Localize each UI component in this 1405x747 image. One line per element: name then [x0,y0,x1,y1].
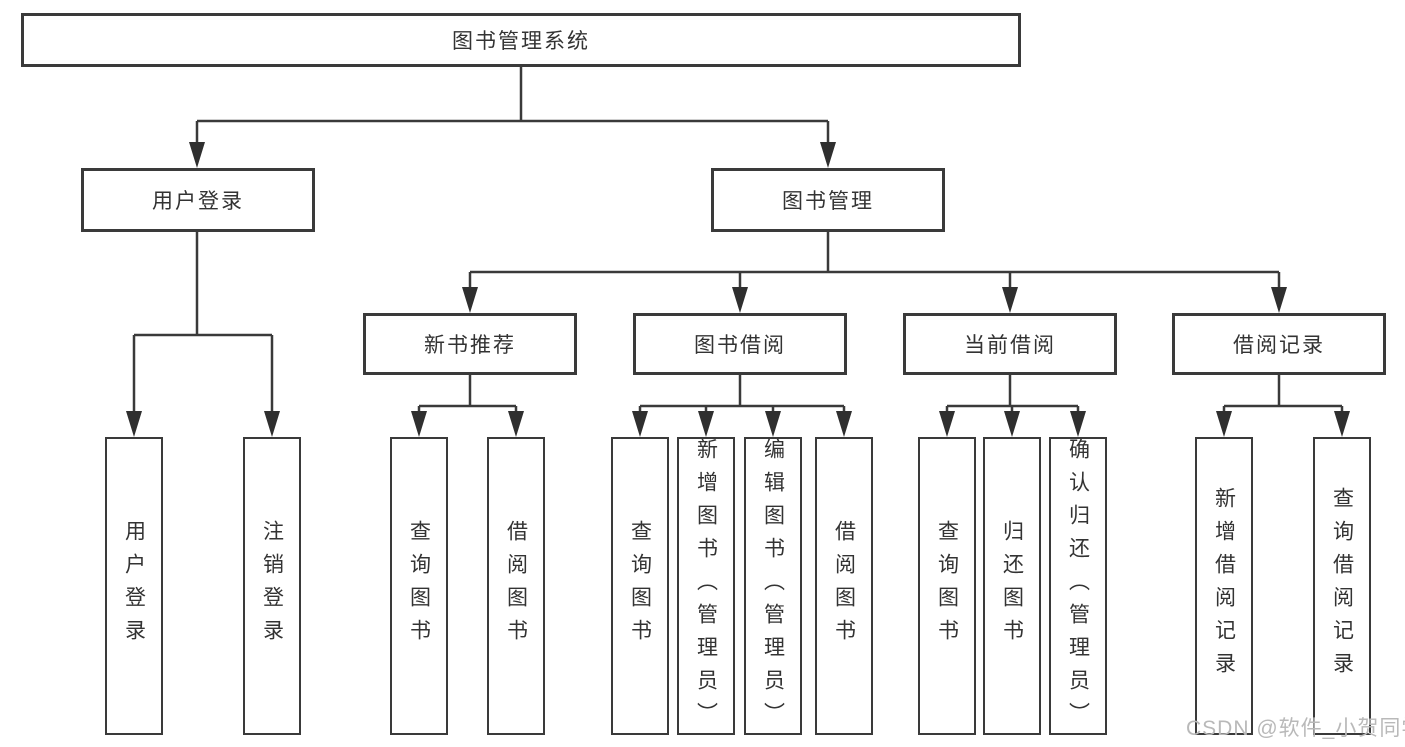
node-book-borrow: 图书借阅 [633,313,847,375]
leaf-logout-login: 注销登录 [243,437,301,735]
leaf-query-book-current: 查询图书 [918,437,976,735]
leaf-query-borrow-record: 查询借阅记录 [1313,437,1371,735]
leaf-add-borrow-record: 新增借阅记录 [1195,437,1253,735]
leaf-add-book-admin: 新增图书（管理员） [677,437,735,735]
node-new-book-recommend-label: 新书推荐 [424,334,516,357]
watermark: CSDN @软件_小贺同学 [1186,717,1405,740]
leaf-borrow-book-recommend: 借阅图书 [487,437,545,735]
leaf-confirm-return-admin-label: 确认归还（管理员） [1066,437,1090,735]
node-user-login: 用户登录 [81,168,315,232]
node-new-book-recommend: 新书推荐 [363,313,577,375]
leaf-edit-book-admin-label: 编辑图书（管理员） [761,437,785,735]
node-current-borrow: 当前借阅 [903,313,1117,375]
leaf-query-book-current-label: 查询图书 [935,520,959,652]
node-borrow-records: 借阅记录 [1172,313,1386,375]
leaf-return-book: 归还图书 [983,437,1041,735]
leaf-query-book-recommend: 查询图书 [390,437,448,735]
leaf-query-book-recommend-label: 查询图书 [407,520,431,652]
leaf-edit-book-admin: 编辑图书（管理员） [744,437,802,735]
node-current-borrow-label: 当前借阅 [964,334,1056,357]
node-root-label: 图书管理系统 [452,30,590,53]
leaf-borrow-book: 借阅图书 [815,437,873,735]
leaf-query-book-borrow: 查询图书 [611,437,669,735]
leaf-confirm-return-admin: 确认归还（管理员） [1049,437,1107,735]
leaf-add-book-admin-label: 新增图书（管理员） [694,437,718,735]
leaf-add-borrow-record-label: 新增借阅记录 [1212,487,1236,685]
node-user-login-label: 用户登录 [152,190,244,213]
node-book-borrow-label: 图书借阅 [694,334,786,357]
leaf-return-book-label: 归还图书 [1000,520,1024,652]
node-root: 图书管理系统 [21,13,1021,67]
node-book-management-label: 图书管理 [782,190,874,213]
arrowheads [126,142,1350,437]
leaf-user-login-label: 用户登录 [122,520,146,652]
node-book-management: 图书管理 [711,168,945,232]
leaf-query-borrow-record-label: 查询借阅记录 [1330,487,1354,685]
leaf-query-book-borrow-label: 查询图书 [628,520,652,652]
leaf-logout-login-label: 注销登录 [260,520,284,652]
node-borrow-records-label: 借阅记录 [1233,334,1325,357]
leaf-user-login: 用户登录 [105,437,163,735]
leaf-borrow-book-recommend-label: 借阅图书 [504,520,528,652]
leaf-borrow-book-label: 借阅图书 [832,520,856,652]
connector-segments [132,67,1344,412]
